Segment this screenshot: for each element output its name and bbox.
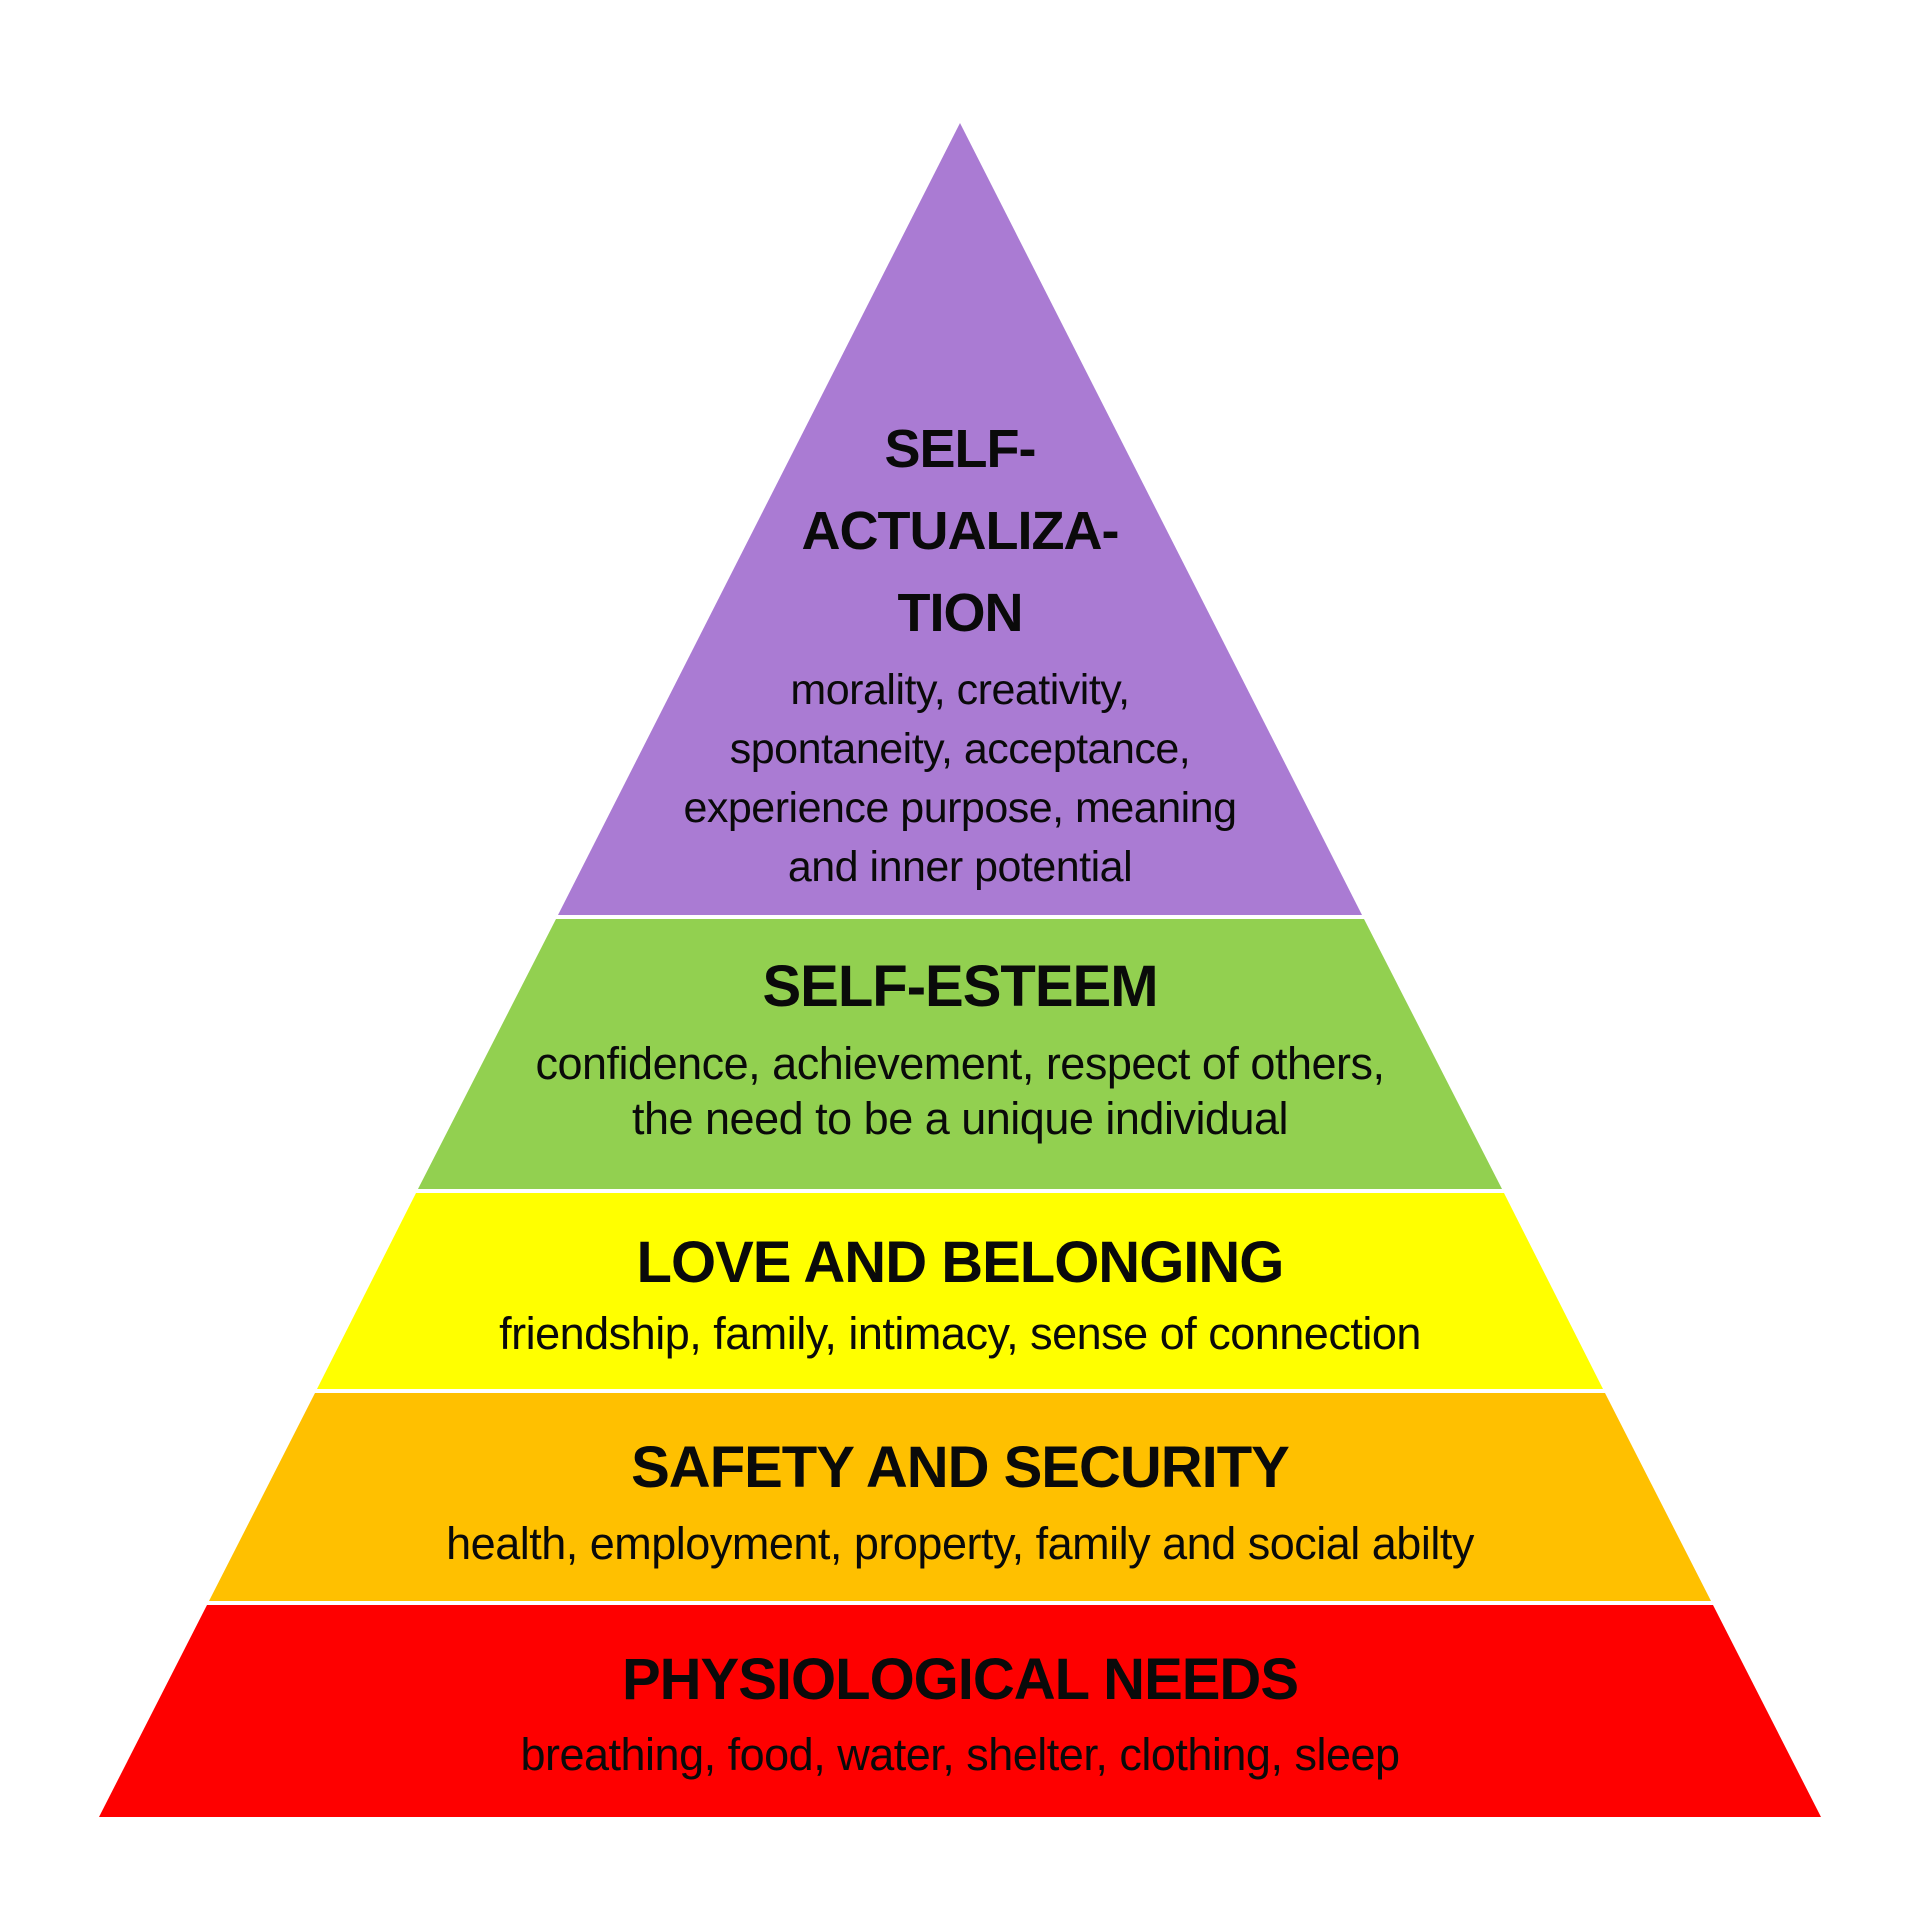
description-line: morality, creativity, [790,666,1130,714]
title-line: SELF- [884,419,1037,479]
title-line: SAFETY AND SECURITY [631,1435,1290,1500]
title-line: SELF-ESTEEM [762,954,1158,1019]
title-line: TION [897,583,1024,643]
description-line: health, employment, property, family and… [446,1518,1474,1569]
level-title-physiological-needs: PHYSIOLOGICAL NEEDS [0,1644,1920,1716]
description-line: spontaneity, acceptance, [729,725,1191,773]
level-title-self-actualization: SELF- ACTUALIZA- TION [0,408,1920,654]
level-shape-love-and-belonging [317,1193,1603,1389]
level-title-safety-and-security: SAFETY AND SECURITY [0,1432,1920,1504]
level-shape-safety-and-security [209,1393,1711,1601]
level-title-self-esteem: SELF-ESTEEM [0,951,1920,1023]
description-line: breathing, food, water, shelter, clothin… [520,1729,1400,1780]
title-line: LOVE AND BELONGING [636,1230,1285,1295]
level-description-safety-and-security: health, employment, property, family and… [0,1516,1920,1571]
level-description-self-actualization: morality, creativity, spontaneity, accep… [0,661,1920,897]
title-line: ACTUALIZA- [801,501,1120,561]
level-shape-self-actualization [558,123,1362,915]
level-shape-physiological-needs [99,1605,1821,1817]
description-line: the need to be a unique individual [631,1093,1289,1144]
level-description-self-esteem: confidence, achievement, respect of othe… [0,1036,1920,1146]
description-line: friendship, family, intimacy, sense of c… [499,1308,1421,1359]
title-line: PHYSIOLOGICAL NEEDS [621,1647,1299,1712]
description-line: and inner potential [787,843,1133,891]
level-title-love-and-belonging: LOVE AND BELONGING [0,1227,1920,1299]
description-line: experience purpose, meaning [683,784,1237,832]
level-description-love-and-belonging: friendship, family, intimacy, sense of c… [0,1306,1920,1361]
level-shape-self-esteem [418,919,1502,1189]
level-description-physiological-needs: breathing, food, water, shelter, clothin… [0,1727,1920,1782]
description-line: confidence, achievement, respect of othe… [535,1038,1386,1089]
